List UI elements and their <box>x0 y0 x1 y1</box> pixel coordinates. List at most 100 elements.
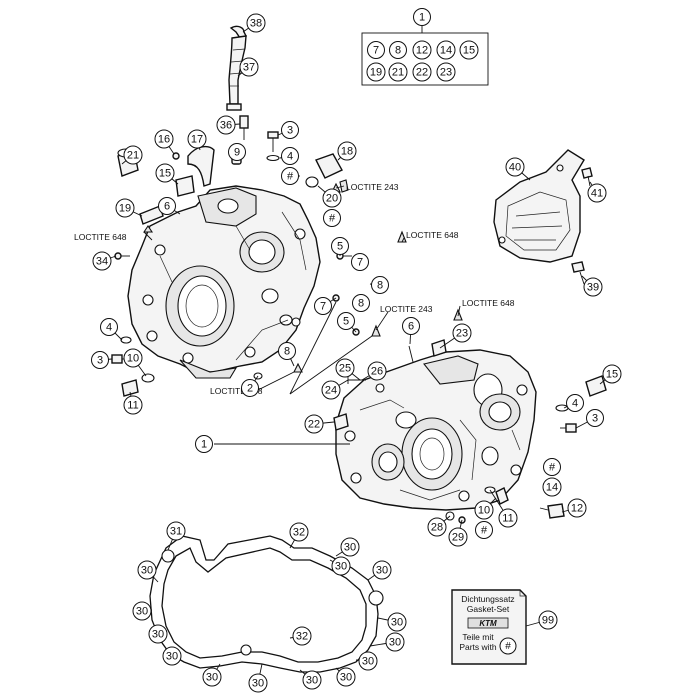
callout-circle <box>436 40 456 60</box>
loctite-648-bottom: LOCTITE 648 <box>210 386 263 396</box>
callout-circle <box>358 651 378 671</box>
callout-circle <box>123 348 143 368</box>
callout-circle <box>427 517 447 537</box>
callout-circle <box>281 121 299 139</box>
callout-3-b: 3 <box>91 351 109 369</box>
callout-circle <box>412 40 432 60</box>
callout-5-a: 5 <box>331 237 349 255</box>
callout-number: 10 <box>478 505 490 517</box>
callout-circle <box>388 62 408 82</box>
callout-circle <box>436 62 456 82</box>
callout-15-a: 15 <box>155 163 175 183</box>
callout-number: 1 <box>419 12 425 24</box>
callout-19-kit: 19 <box>366 62 386 82</box>
callout-hash-b: # <box>323 209 341 227</box>
callout-number: 30 <box>335 561 347 573</box>
callout-circle <box>154 129 174 149</box>
gasket-kit-title-en: Gasket-Set <box>467 604 510 614</box>
callout-30-7: 30 <box>385 632 405 652</box>
callout-28: 28 <box>427 517 447 537</box>
callout-30-8: 30 <box>162 646 182 666</box>
callout-30-2: 30 <box>137 560 157 580</box>
callout-circle <box>372 560 392 580</box>
callout-circle <box>246 13 266 33</box>
right-small-parts <box>333 339 607 524</box>
callout-circle <box>337 141 357 161</box>
callout-6-a: 6 <box>158 197 176 215</box>
callout-25: 25 <box>335 358 355 378</box>
callout-circle <box>162 646 182 666</box>
callout-22: 22 <box>304 414 324 434</box>
callout-circle <box>543 458 561 476</box>
callout-number: 24 <box>325 385 337 397</box>
loctite-243-mid: LOCTITE 243 <box>380 304 433 314</box>
callout-number: 19 <box>119 203 131 215</box>
callout-22-kit: 22 <box>412 62 432 82</box>
callout-circle <box>304 414 324 434</box>
callout-number: 5 <box>343 316 349 328</box>
callout-number: 37 <box>243 62 255 74</box>
callout-7-a: 7 <box>351 253 369 271</box>
callout-30-11: 30 <box>302 670 322 690</box>
callout-number: 8 <box>377 280 383 292</box>
callout-5-b: 5 <box>337 312 355 330</box>
callout-number: 14 <box>546 482 558 494</box>
callout-12-kit: 12 <box>412 40 432 60</box>
callout-30-14: 30 <box>331 556 351 576</box>
callout-circle <box>166 521 186 541</box>
callout-hash-c: # <box>543 458 561 476</box>
callout-40: 40 <box>505 157 525 177</box>
callout-circle <box>158 197 176 215</box>
callout-number: 7 <box>373 45 379 57</box>
callout-30-10: 30 <box>248 673 268 693</box>
callout-2: 2 <box>241 379 259 397</box>
callout-99: 99 <box>538 610 558 630</box>
callout-14-kit: 14 <box>436 40 456 60</box>
callout-8-kit: 8 <box>389 41 407 59</box>
callout-number: 3 <box>592 413 598 425</box>
callout-38: 38 <box>246 13 266 33</box>
callout-circle <box>474 500 494 520</box>
callout-circle <box>100 318 118 336</box>
callout-number: 30 <box>252 678 264 690</box>
leader-line <box>289 335 373 395</box>
callout-circle <box>216 115 236 135</box>
callout-circle <box>602 364 622 384</box>
callout-number: 9 <box>234 147 240 159</box>
callout-15-b: 15 <box>602 364 622 384</box>
callout-circle <box>367 41 385 59</box>
callout-30-5: 30 <box>387 612 407 632</box>
callout-number: 15 <box>159 168 171 180</box>
callout-14: 14 <box>542 477 562 497</box>
callout-circle <box>337 312 355 330</box>
callout-number: 22 <box>308 419 320 431</box>
callout-21-kit: 21 <box>388 62 408 82</box>
callout-30-9: 30 <box>202 667 222 687</box>
callout-circle <box>132 601 152 621</box>
callout-number: 7 <box>320 301 326 313</box>
callout-number: 25 <box>339 363 351 375</box>
callout-number: 30 <box>206 672 218 684</box>
callout-circle <box>202 667 222 687</box>
callout-circle <box>335 358 355 378</box>
callout-10-a: 10 <box>123 348 143 368</box>
callout-number: 11 <box>502 513 513 525</box>
callout-number: 8 <box>395 45 401 57</box>
callout-circle <box>314 297 332 315</box>
callout-30-13: 30 <box>358 651 378 671</box>
callout-number: 30 <box>362 656 374 668</box>
callout-number: 20 <box>326 193 338 205</box>
callout-circle <box>352 294 370 312</box>
callout-circle <box>281 167 299 185</box>
callout-circle <box>452 323 472 343</box>
callout-circle <box>289 522 309 542</box>
callout-3-a: 3 <box>281 121 299 139</box>
loctite-648-right: LOCTITE 648 <box>462 298 515 308</box>
callout-number: 30 <box>306 675 318 687</box>
callout-number: 36 <box>220 120 232 132</box>
callout-number: # <box>329 213 336 225</box>
callout-number: 15 <box>606 369 618 381</box>
loctite-243-top: LOCTITE 243 <box>346 182 399 192</box>
callout-24: 24 <box>321 380 341 400</box>
